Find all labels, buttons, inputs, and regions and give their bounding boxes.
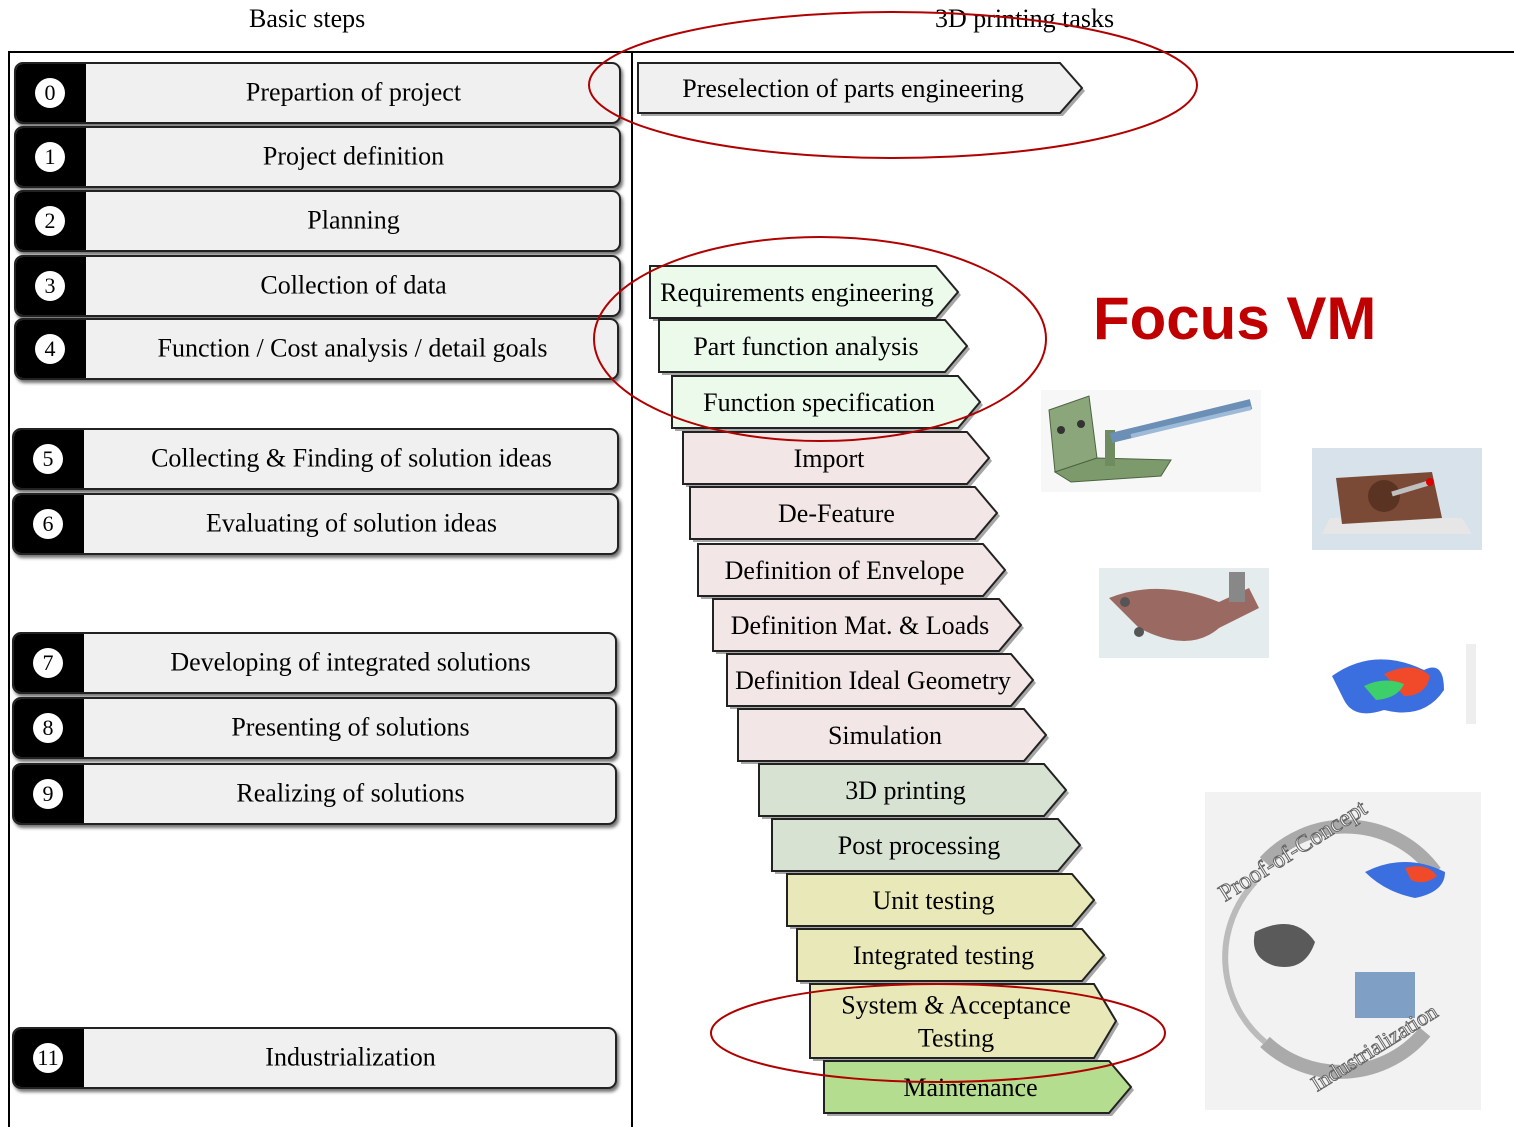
highlight-ellipse-1 [588,11,1198,159]
task-arrow-10: Simulation [737,708,1049,764]
task-label: Requirements engineering [660,278,934,307]
task-label: Definition of Envelope [725,556,965,585]
step-number-badge: 2 [16,192,86,250]
task-label: Part function analysis [693,332,918,361]
focus-vm-label: Focus VM [1093,285,1377,352]
basic-step-0: 0 Prepartion of project [14,62,621,124]
bracket-shaft-image [1041,390,1261,492]
step-label: Project definition [262,141,445,171]
task-arrow-16: Maintenance [823,1060,1134,1116]
task-arrow-9: Definition Ideal Geometry [726,653,1036,709]
task-label: Maintenance [903,1073,1037,1102]
basic-step-4: 4 Function / Cost analysis / detail goals [14,318,619,380]
task-label: Definition Mat. & Loads [731,611,990,640]
step-label: Realizing of solutions [236,778,465,808]
step-number: 0 [35,78,65,108]
step-number-badge: 5 [14,430,84,488]
task-label: Unit testing [872,886,994,915]
task-arrow-1: Preselection of parts engineering [637,62,1085,116]
basic-step-7: 7 Developing of integrated solutions [12,632,617,694]
step-number-badge: 7 [14,634,84,692]
highlight-ellipse-3 [710,983,1166,1083]
task-arrow-5: Import [682,431,992,487]
step-number-badge: 9 [14,765,84,823]
step-label: Prepartion of project [245,77,462,107]
task-arrow-2: Requirements engineering [649,265,961,321]
clamp-part-image [1312,448,1482,550]
step-number: 5 [33,444,63,474]
step-number: 1 [35,142,65,172]
basic-step-8: 8 Presenting of solutions [12,697,617,759]
highlight-ellipse-2 [593,236,1047,442]
task-arrow-4: Function specification [671,375,983,431]
step-label: Planning [307,205,400,235]
step-label: Collection of data [260,270,447,300]
simulation-result-image [1314,640,1486,736]
task-label: Function specification [703,388,935,417]
step-label: Function / Cost analysis / detail goals [157,333,548,363]
step-number: 7 [33,648,63,678]
task-arrow-8: Definition Mat. & Loads [712,598,1024,654]
task-arrow-13: Unit testing [786,873,1097,929]
step-number-badge: 3 [16,257,86,315]
step-label: Developing of integrated solutions [170,647,531,677]
step-label: Presenting of solutions [231,712,470,742]
task-label: De-Feature [778,499,895,528]
step-number-badge: 6 [14,495,84,553]
basic-step-6: 6 Evaluating of solution ideas [12,493,619,555]
basic-steps-header: Basic steps [249,4,366,33]
step-number: 9 [33,779,63,809]
task-label: Post processing [838,831,1001,860]
basic-step-5: 5 Collecting & Finding of solution ideas [12,428,619,490]
step-number-badge: 1 [16,128,86,186]
step-number-badge: 0 [16,64,86,122]
envelope-part-image [1099,568,1269,658]
basic-step-1: 1 Project definition [14,126,621,188]
basic-step-11: 11 Industrialization [12,1027,617,1089]
task-label: Testing [918,1024,994,1053]
task-label: Simulation [828,721,942,750]
task-label: System & Acceptance [841,991,1071,1020]
basic-step-9: 9 Realizing of solutions [12,763,617,825]
proof-of-concept-cycle-image: Proof-of-Concept Industrialization [1205,792,1481,1110]
task-label: Integrated testing [853,941,1034,970]
step-number: 11 [33,1043,63,1073]
step-number: 3 [35,271,65,301]
frame-left-line [8,51,10,1127]
basic-step-3: 3 Collection of data [14,255,621,317]
frame-divider-line [631,51,633,1127]
task-arrow-3: Part function analysis [658,319,970,375]
step-number-badge: 11 [14,1029,84,1087]
task-arrow-7: Definition of Envelope [697,543,1008,599]
task-label: Preselection of parts engineering [682,74,1024,103]
step-number-badge: 8 [14,699,84,757]
task-arrow-6: De-Feature [689,486,1000,542]
task-label: 3D printing [845,776,966,805]
task-label: Import [794,444,866,473]
step-number: 4 [35,334,65,364]
task-label: Definition Ideal Geometry [735,666,1011,695]
step-number: 6 [33,509,63,539]
basic-step-2: 2 Planning [14,190,621,252]
step-number-badge: 4 [16,320,86,378]
task-arrow-12: Post processing [771,818,1083,874]
frame-top-line [8,51,1514,53]
step-label: Industrialization [265,1042,436,1072]
task-arrow-14: Integrated testing [796,928,1107,984]
step-label: Collecting & Finding of solution ideas [151,443,552,473]
step-label: Evaluating of solution ideas [205,508,497,538]
task-arrow-11: 3D printing [758,763,1069,819]
step-number: 8 [33,713,63,743]
step-number: 2 [35,206,65,236]
